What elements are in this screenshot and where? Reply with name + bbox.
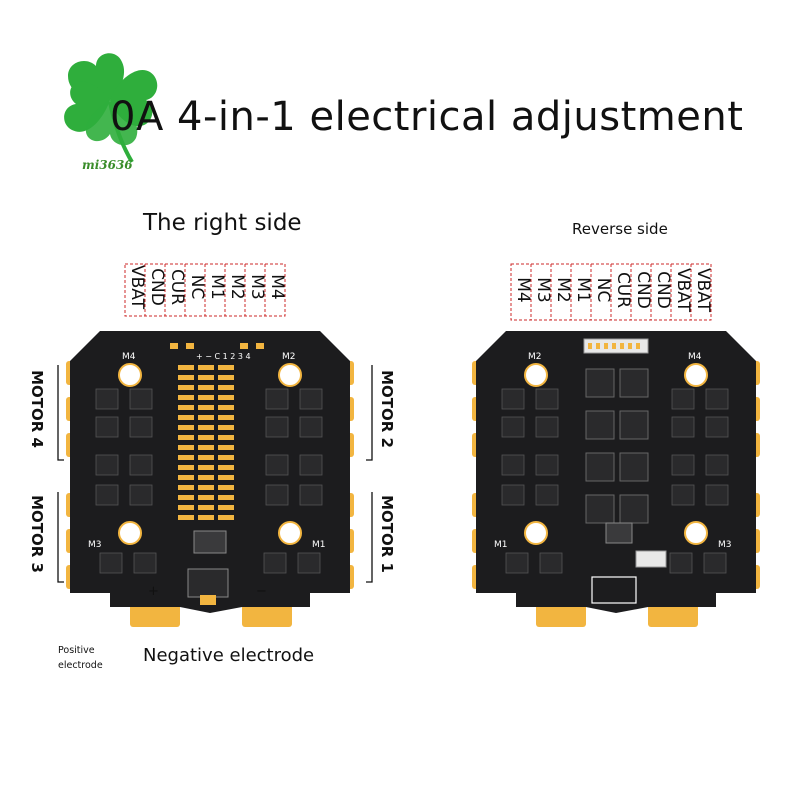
reverse-side-label: Reverse side <box>572 220 668 238</box>
board-plus-label: + <box>148 584 159 599</box>
board-label-m4: M4 <box>122 352 136 362</box>
right-pin-box <box>510 263 712 321</box>
back-label-m3: M3 <box>718 540 732 550</box>
board-minus-label: − <box>256 584 267 599</box>
board-label-m2: M2 <box>282 352 296 362</box>
watermark-text: mi3636 <box>82 158 133 172</box>
back-label-m2: M2 <box>528 352 542 362</box>
back-label-m1: M1 <box>494 540 508 550</box>
positive-label-line2: electrode <box>58 660 103 671</box>
left-pin-box <box>124 263 286 317</box>
positive-label-line1: Positive <box>58 645 95 656</box>
esc-board-back: M2 M4 M1 M3 <box>472 331 760 627</box>
negative-electrode-label: Negative electrode <box>143 645 315 666</box>
page-title: 0A 4-in-1 electrical adjustment <box>110 94 744 140</box>
board-header-label: + − C 1 2 3 4 <box>196 352 251 361</box>
board-label-m3: M3 <box>88 540 102 550</box>
clover-logo-icon <box>64 53 158 164</box>
back-label-m4: M4 <box>688 352 702 362</box>
right-side-label: The right side <box>143 210 302 236</box>
esc-board-front: M4 M2 M3 M1 + − C 1 2 3 4 + − <box>66 331 354 627</box>
board-label-m1: M1 <box>312 540 326 550</box>
